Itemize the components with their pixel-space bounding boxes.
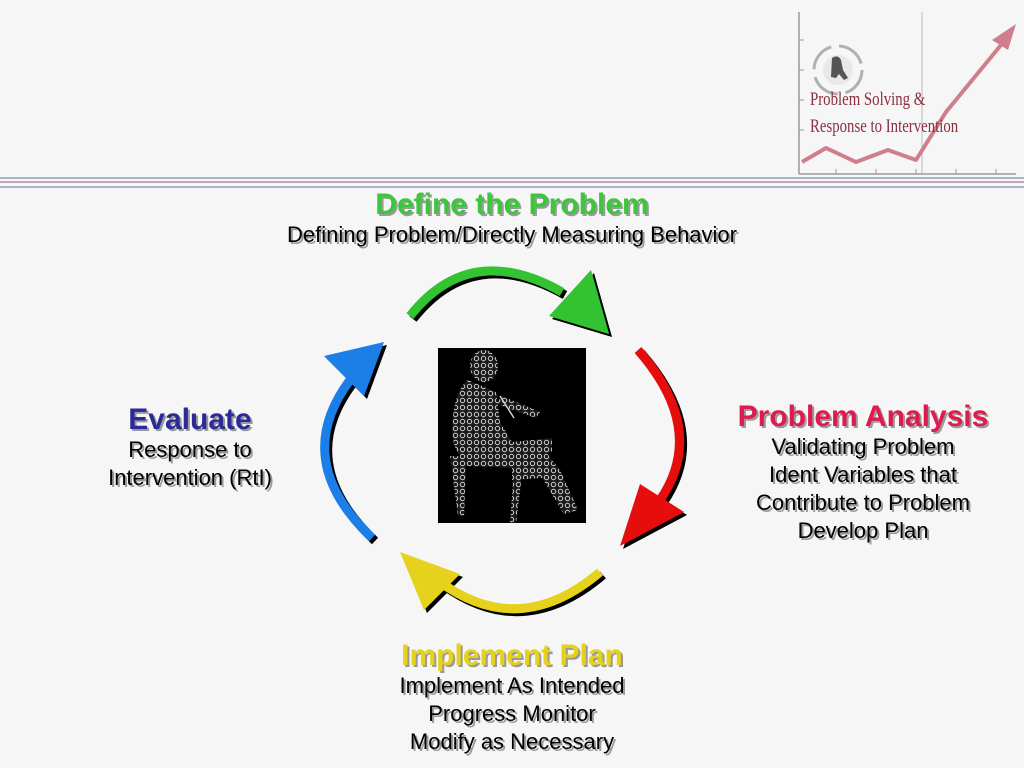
analysis-line-3: Contribute to Problem	[756, 490, 970, 515]
arrow-analysis-to-implement	[620, 347, 684, 546]
evaluate-title: Evaluate	[128, 403, 252, 436]
implement-line-3: Modify as Necessary	[409, 729, 615, 754]
define-line-1: Defining Problem/Directly Measuring Beha…	[287, 222, 737, 247]
header-rule-red	[0, 181, 1024, 183]
arrow-implement-to-evaluate	[400, 552, 603, 614]
implement-title: Implement Plan	[401, 639, 623, 672]
seated-person-icon	[438, 348, 586, 523]
implement-line-2: Progress Monitor	[428, 701, 596, 726]
analysis-line-1: Validating Problem	[771, 434, 955, 459]
implement-line-1: Implement As Intended	[399, 673, 625, 698]
logo-cycle-icon	[812, 44, 864, 96]
analysis-line-2: Ident Variables that	[769, 462, 957, 487]
implement-label: Implement Plan Implement As Intended Pro…	[362, 640, 662, 756]
evaluate-line-2: Intervention (RtI)	[108, 465, 272, 490]
evaluate-label: Evaluate Response to Intervention (RtI)	[80, 404, 300, 492]
arrow-define-to-analysis	[406, 266, 609, 334]
logo-title-line2: Response to Intervention	[810, 116, 959, 137]
header-rule-bottom	[0, 186, 1024, 188]
header-rule-top	[0, 177, 1024, 179]
logo-title-line1: Problem Solving &	[810, 89, 926, 110]
define-label: Define the Problem Defining Problem/Dire…	[212, 189, 812, 249]
analysis-line-4: Develop Plan	[797, 518, 929, 543]
arrow-evaluate-to-define	[320, 342, 384, 542]
evaluate-line-1: Response to	[128, 437, 252, 462]
analysis-title: Problem Analysis	[737, 400, 989, 433]
logo-graph	[798, 12, 1016, 175]
analysis-label: Problem Analysis Validating Problem Iden…	[712, 401, 1014, 545]
define-title: Define the Problem	[375, 188, 649, 221]
